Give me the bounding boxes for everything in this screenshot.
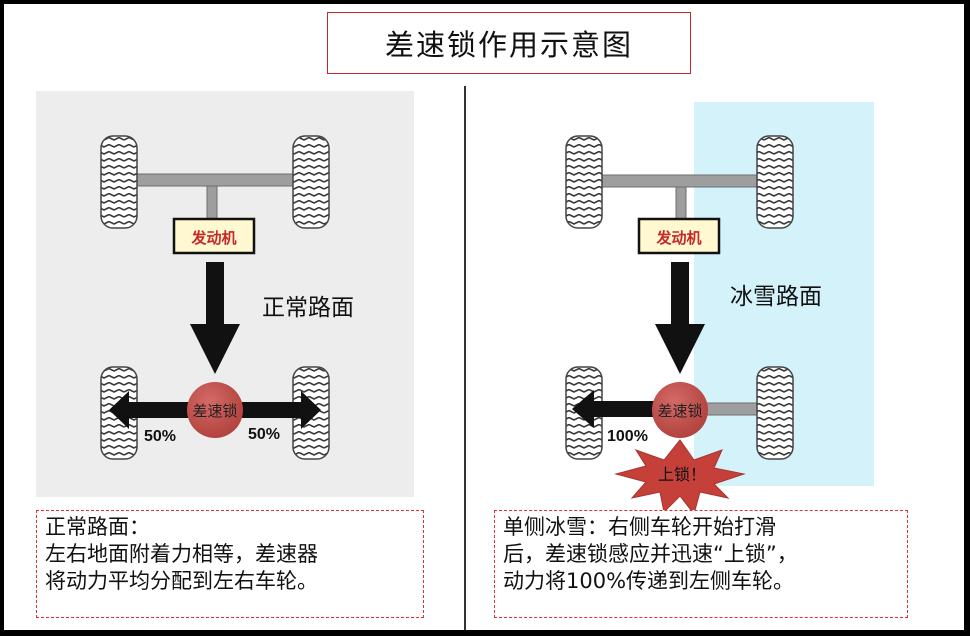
differential-label: 差速锁 bbox=[657, 402, 702, 420]
slide: 差速锁作用示意图 发动机 bbox=[4, 4, 964, 630]
engine-label: 发动机 bbox=[190, 229, 236, 247]
ice-road-drivetrain: 发动机 差速锁 上锁！ 冰雪路面 100% bbox=[565, 135, 822, 516]
front-axle bbox=[595, 174, 763, 188]
engine-label: 发动机 bbox=[655, 229, 701, 247]
note-line: 左右地面附着力相等，差速器 bbox=[45, 542, 318, 566]
differential bbox=[652, 382, 708, 438]
diagram-title-box: 差速锁作用示意图 bbox=[327, 12, 691, 74]
power-arrow-left bbox=[109, 391, 194, 429]
normal-road-drivetrain: 发动机 差速锁 正常路面 50% 50% bbox=[100, 135, 354, 460]
ice-road-note: 单侧冰雪：右侧车轮开始打滑 后，差速锁感应并迅速“上锁”， 动力将100%传递到… bbox=[494, 510, 908, 618]
lock-starburst-icon bbox=[614, 439, 746, 516]
normal-road-note: 正常路面： 左右地面附着力相等，差速器 将动力平均分配到左右车轮。 bbox=[36, 510, 424, 618]
left-wheel-percent: 100% bbox=[607, 428, 648, 445]
panel-divider bbox=[464, 86, 466, 630]
engine-box bbox=[172, 217, 256, 255]
power-arrow-down bbox=[655, 262, 705, 374]
wheel-front-right bbox=[292, 135, 330, 229]
lock-label: 上锁！ bbox=[658, 465, 706, 484]
front-axle bbox=[131, 173, 299, 187]
differential bbox=[187, 382, 243, 438]
engine-box bbox=[637, 217, 721, 255]
drive-shaft bbox=[206, 185, 218, 222]
note-line: 单侧冰雪：右侧车轮开始打滑 bbox=[503, 515, 776, 539]
wheel-front-left bbox=[100, 135, 138, 229]
road-label: 正常路面 bbox=[262, 295, 354, 321]
differential-label: 差速锁 bbox=[192, 402, 237, 420]
wheel-front-left bbox=[565, 135, 603, 229]
drivetrain-diagrams: 发动机 差速锁 正常路面 50% 50% bbox=[100, 135, 822, 516]
rear-right-half-shaft bbox=[705, 402, 763, 416]
left-wheel-percent: 50% bbox=[144, 428, 176, 445]
note-line: 后，差速锁感应并迅速“上锁”， bbox=[503, 542, 798, 566]
power-arrow-left bbox=[572, 390, 659, 428]
power-arrow-down bbox=[190, 262, 240, 374]
diagram-title: 差速锁作用示意图 bbox=[384, 28, 633, 62]
power-arrow-right bbox=[236, 391, 321, 429]
note-heading: 正常路面： bbox=[45, 515, 150, 539]
note-line: 将动力平均分配到左右车轮。 bbox=[45, 569, 318, 593]
right-wheel-percent: 50% bbox=[248, 426, 280, 443]
wheel-rear-right bbox=[756, 366, 794, 460]
road-label: 冰雪路面 bbox=[730, 284, 822, 310]
drive-shaft bbox=[675, 186, 687, 223]
wheel-front-right bbox=[756, 135, 794, 229]
note-line: 动力将100%传递到左侧车轮。 bbox=[503, 569, 795, 593]
